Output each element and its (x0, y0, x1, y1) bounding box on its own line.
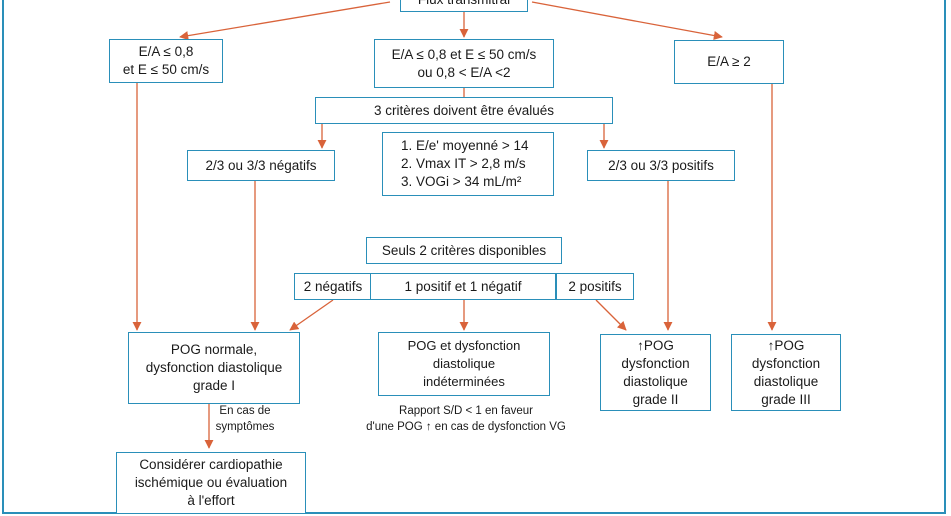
ratio-note: Rapport S/D < 1 en faveur d'une POG ↑ en… (366, 405, 566, 433)
negatives-box: 2/3 ou 3/3 négatifs (187, 150, 335, 181)
arrow-two-negative-to-normal (289, 299, 334, 331)
arrow-top-to-right (531, 1, 723, 40)
only-two-criteria-box: Seuls 2 critères disponibles (366, 237, 562, 264)
right-branch-box: E/A ≥ 2 (674, 40, 784, 84)
arrow-top-to-left (179, 1, 391, 41)
one-each-box: 1 positif et 1 négatif (370, 273, 556, 300)
undetermined-box: POG et dysfonction diastolique indétermi… (378, 332, 550, 396)
left-branch-box: E/A ≤ 0,8 et E ≤ 50 cm/s (109, 39, 223, 83)
symptoms-note: En cas de symptômes (215, 405, 275, 433)
flux-transmitral-box: Flux transmitral (400, 0, 528, 12)
grade-three-box: ↑POG dysfonction diastolique grade III (731, 334, 841, 411)
two-negative-box: 2 négatifs (294, 273, 372, 300)
positives-box: 2/3 ou 3/3 positifs (587, 150, 735, 181)
criteria-list-box: 1. E/e' moyenné > 14 2. Vmax IT > 2,8 m/… (382, 132, 554, 196)
middle-branch-box: E/A ≤ 0,8 et E ≤ 50 cm/s ou 0,8 < E/A <2 (374, 39, 554, 88)
two-positive-box: 2 positifs (556, 273, 634, 300)
consider-box: Considérer cardiopathie ischémique ou év… (116, 452, 306, 514)
criteria-header-box: 3 critères doivent être évalués (315, 97, 613, 124)
arrow-two-positive-to-grade2 (595, 299, 627, 331)
grade-two-box: ↑POG dysfonction diastolique grade II (600, 334, 711, 411)
normal-pog-box: POG normale, dysfonction diastolique gra… (128, 332, 300, 404)
